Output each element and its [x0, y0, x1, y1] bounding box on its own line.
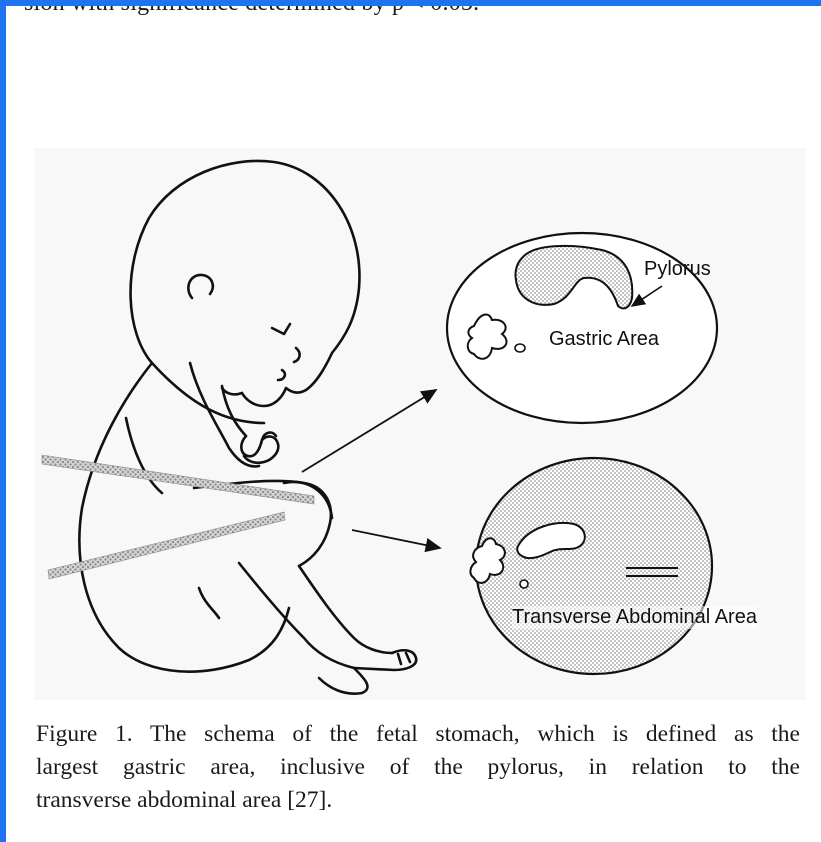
scan-plane-upper — [42, 455, 314, 504]
transverse-abdominal-area-circle — [470, 458, 712, 674]
caption-line: Figure 1. The schema of the fetal stomac… — [36, 718, 800, 751]
arrow-to-gastric-area — [302, 390, 436, 472]
arrow-to-transverse-area — [352, 530, 440, 548]
document-page: sion with significance determined by p <… — [6, 6, 821, 842]
pylorus-label: Pylorus — [644, 258, 711, 281]
transverse-abdominal-area-label: Transverse Abdominal Area — [512, 606, 757, 629]
caption-line: largest gastric area, inclusive of the p… — [36, 751, 800, 784]
cut-off-text-line: sion with significance determined by p <… — [24, 6, 804, 17]
figure-1: Pylorus Gastric Area Transverse Abdomina… — [34, 148, 806, 700]
figure-caption: Figure 1. The schema of the fetal stomac… — [36, 718, 800, 817]
scan-plane-lower — [48, 512, 285, 579]
caption-line: transverse abdominal area [27]. — [36, 784, 800, 817]
fetus-drawing — [79, 161, 416, 694]
gastric-area-label: Gastric Area — [549, 328, 659, 351]
